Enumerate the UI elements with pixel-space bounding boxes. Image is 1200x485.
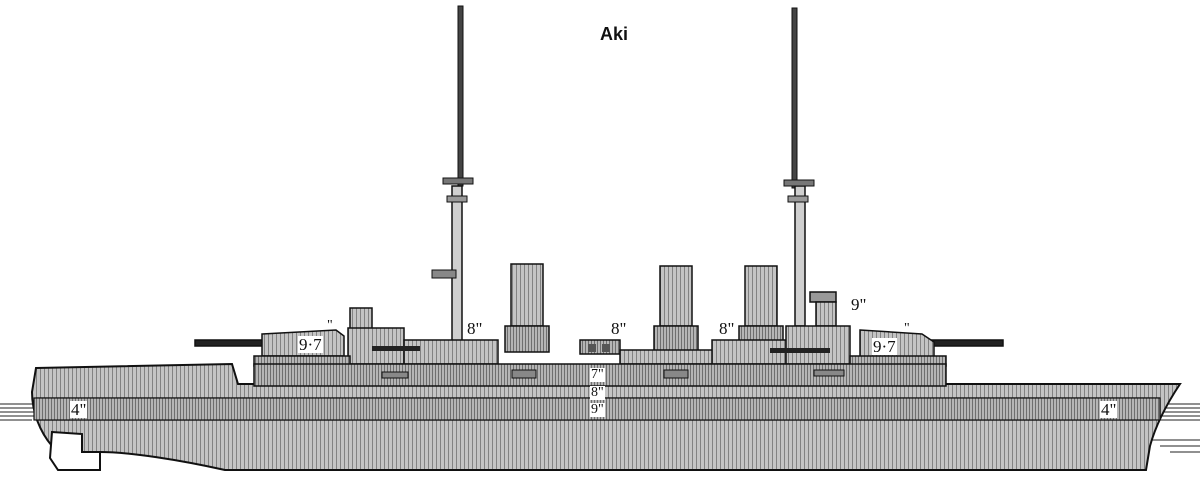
aft-bridge bbox=[349, 291, 837, 333]
middle-belt-label: 8" bbox=[590, 385, 605, 400]
ship-title: Aki bbox=[600, 24, 629, 44]
fore-barbette-label: 8" bbox=[467, 319, 483, 338]
fore-mast bbox=[431, 5, 474, 357]
fore-turret bbox=[194, 329, 351, 367]
aft-turret-mark: " bbox=[904, 321, 910, 336]
fore-turret-label: 9·7 bbox=[298, 335, 323, 354]
main-belt-label: 9" bbox=[590, 402, 605, 417]
bow-ram bbox=[48, 430, 101, 471]
casemate-ports bbox=[381, 369, 845, 379]
conning-tower-label: 9" bbox=[851, 295, 867, 314]
fore-turret-mark: " bbox=[327, 318, 333, 333]
bow-belt-label: 4" bbox=[70, 400, 88, 419]
secondary-guns bbox=[372, 344, 830, 353]
mid-barbette-label: 8" bbox=[611, 319, 627, 338]
stern-belt-label: 4" bbox=[1100, 400, 1118, 419]
upper-belt-label: 7" bbox=[590, 367, 605, 382]
aft-turret-label: 9·7 bbox=[872, 337, 897, 356]
main-mast bbox=[783, 7, 815, 327]
aft-barbette-label: 8" bbox=[719, 319, 735, 338]
funnels bbox=[504, 263, 784, 353]
